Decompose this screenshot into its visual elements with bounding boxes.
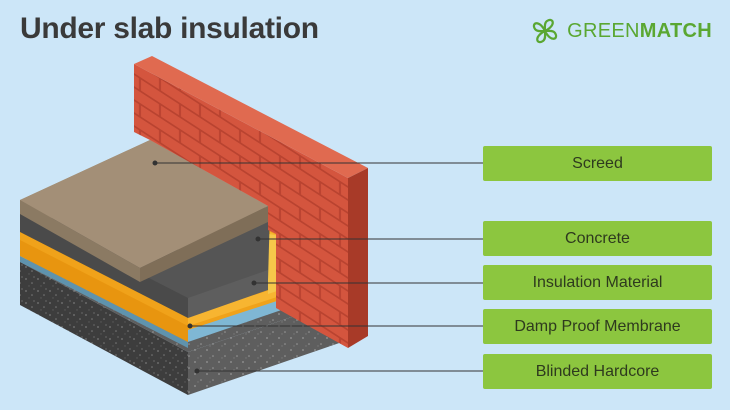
page-title: Under slab insulation	[20, 12, 319, 45]
label-hardcore: Blinded Hardcore	[483, 354, 712, 389]
label-concrete: Concrete	[483, 221, 712, 256]
leader-lines	[152, 160, 483, 374]
clover-icon	[533, 18, 558, 44]
leader-dot-screed	[152, 160, 158, 166]
label-dpm: Damp Proof Membrane	[483, 309, 712, 344]
label-insulation: Insulation Material	[483, 265, 712, 300]
screed-layer	[20, 140, 268, 282]
logo-wordmark: GREENMATCH	[567, 19, 712, 42]
leader-dot-insulation	[251, 280, 257, 286]
label-screed: Screed	[483, 146, 712, 181]
leader-dot-concrete	[255, 236, 261, 242]
greenmatch-logo: GREENMATCH	[529, 14, 712, 48]
brick-wall	[134, 56, 368, 348]
leader-dot-hardcore	[194, 368, 200, 374]
leader-dot-dpm	[187, 323, 193, 329]
